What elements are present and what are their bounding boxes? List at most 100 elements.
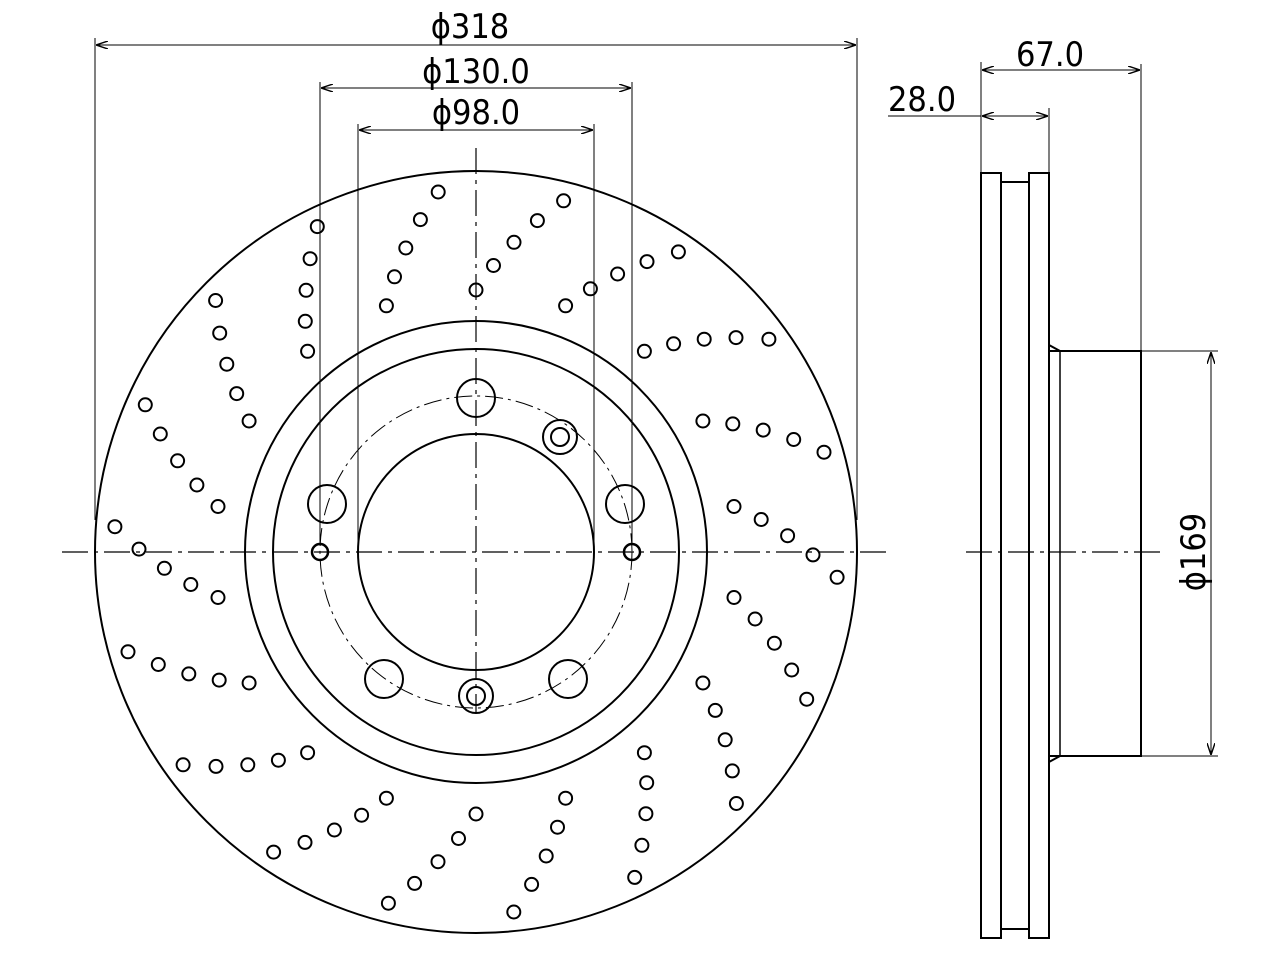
drill-hole: [639, 775, 655, 791]
drill-hole: [300, 343, 316, 359]
thickness-label: 28.0: [888, 80, 956, 120]
front-dimensions: ϕ318 ϕ130.0 ϕ98.0: [94, 7, 858, 552]
drill-hole: [506, 904, 522, 920]
drill-hole: [582, 281, 598, 297]
drill-hole: [707, 702, 723, 718]
drill-hole: [270, 752, 286, 768]
drill-hole: [728, 796, 744, 811]
drill-hole: [309, 219, 325, 235]
drill-hole: [636, 745, 652, 761]
drill-hole: [636, 343, 652, 359]
bolt-circle-label: ϕ130.0: [422, 52, 530, 92]
drill-hole: [468, 806, 484, 822]
drill-hole: [208, 758, 224, 774]
drill-hole: [558, 790, 574, 806]
bolt-hole: [605, 484, 645, 524]
drill-hole: [326, 822, 342, 838]
drill-hole: [407, 875, 423, 891]
hat-diameter-label: ϕ169: [1174, 513, 1214, 592]
drill-hole: [725, 416, 741, 432]
overall-height-label: 67.0: [1016, 35, 1084, 75]
pin-hole-outer: [458, 678, 494, 714]
drill-hole: [378, 790, 394, 806]
drill-hole: [152, 426, 168, 442]
hat-outer-edge: [244, 320, 708, 784]
drill-hole: [634, 837, 650, 853]
drill-hole: [430, 184, 446, 200]
drill-hole: [753, 512, 769, 527]
drill-hole: [229, 386, 245, 402]
drill-hole: [786, 432, 802, 447]
drill-hole: [468, 282, 484, 298]
drill-hole: [538, 848, 554, 864]
drill-hole: [107, 519, 123, 535]
drill-hole: [556, 193, 572, 209]
drill-hole: [695, 675, 711, 691]
drill-hole: [189, 477, 205, 493]
drill-hole: [486, 258, 501, 273]
drill-hole: [137, 397, 153, 413]
drill-hole: [170, 453, 186, 469]
drill-hole: [266, 844, 282, 860]
drill-hole: [240, 757, 256, 773]
drill-hole: [747, 611, 763, 627]
pin-hole-outer: [542, 419, 578, 455]
drill-hole: [529, 213, 545, 229]
drill-hole: [430, 854, 446, 870]
drill-hole: [780, 528, 796, 544]
drill-hole: [670, 244, 686, 260]
drill-hole: [558, 298, 574, 314]
drill-hole: [297, 834, 313, 850]
hat-fillet: [1048, 755, 1061, 763]
drill-hole: [695, 413, 711, 429]
bolt-hole: [307, 484, 347, 524]
drill-hole: [208, 293, 224, 308]
bolt-circle: [319, 395, 633, 709]
front-view: [62, 148, 892, 934]
drill-hole: [755, 422, 771, 438]
drill-hole: [298, 282, 314, 298]
drill-hole: [241, 675, 257, 691]
drill-hole: [175, 757, 191, 773]
hat-inner-edge: [272, 348, 680, 756]
drill-hole: [131, 541, 147, 557]
drill-hole: [696, 331, 712, 347]
drill-hole: [156, 560, 172, 576]
drill-hole: [799, 691, 815, 707]
side-view: [966, 172, 1162, 939]
drill-hole: [506, 234, 522, 250]
drill-hole: [210, 499, 226, 514]
drill-hole: [181, 666, 197, 682]
locating-pins: [458, 419, 578, 714]
drill-hole: [211, 672, 227, 688]
drill-hole: [300, 745, 316, 761]
drill-hole: [638, 806, 654, 822]
hat-fillet: [1048, 344, 1061, 352]
drill-hole: [212, 325, 228, 341]
drill-hole: [120, 644, 136, 660]
drill-hole: [829, 569, 845, 585]
drill-hole: [627, 869, 643, 885]
drill-hole: [728, 330, 744, 346]
bolt-hole: [456, 378, 496, 418]
pin-hole-inner: [550, 427, 570, 447]
drill-hole: [241, 413, 257, 429]
bolt-hole: [364, 659, 404, 699]
outer-disc-edge: [94, 170, 858, 934]
outer-diameter-label: ϕ318: [431, 7, 510, 47]
drill-hole: [550, 819, 565, 835]
drill-hole: [398, 240, 414, 256]
drill-hole: [805, 547, 821, 563]
drill-hole: [412, 212, 428, 228]
cross-drilled-holes: [107, 184, 845, 920]
drill-hole: [816, 444, 832, 460]
drill-hole: [150, 657, 166, 672]
drill-hole: [784, 662, 800, 678]
drill-hole: [380, 895, 396, 911]
drill-hole: [451, 831, 466, 846]
bolt-hole: [548, 659, 588, 699]
pin-hole-inner: [466, 686, 486, 706]
hat-section: [1048, 350, 1142, 757]
center-bore-label: ϕ98.0: [432, 93, 520, 133]
